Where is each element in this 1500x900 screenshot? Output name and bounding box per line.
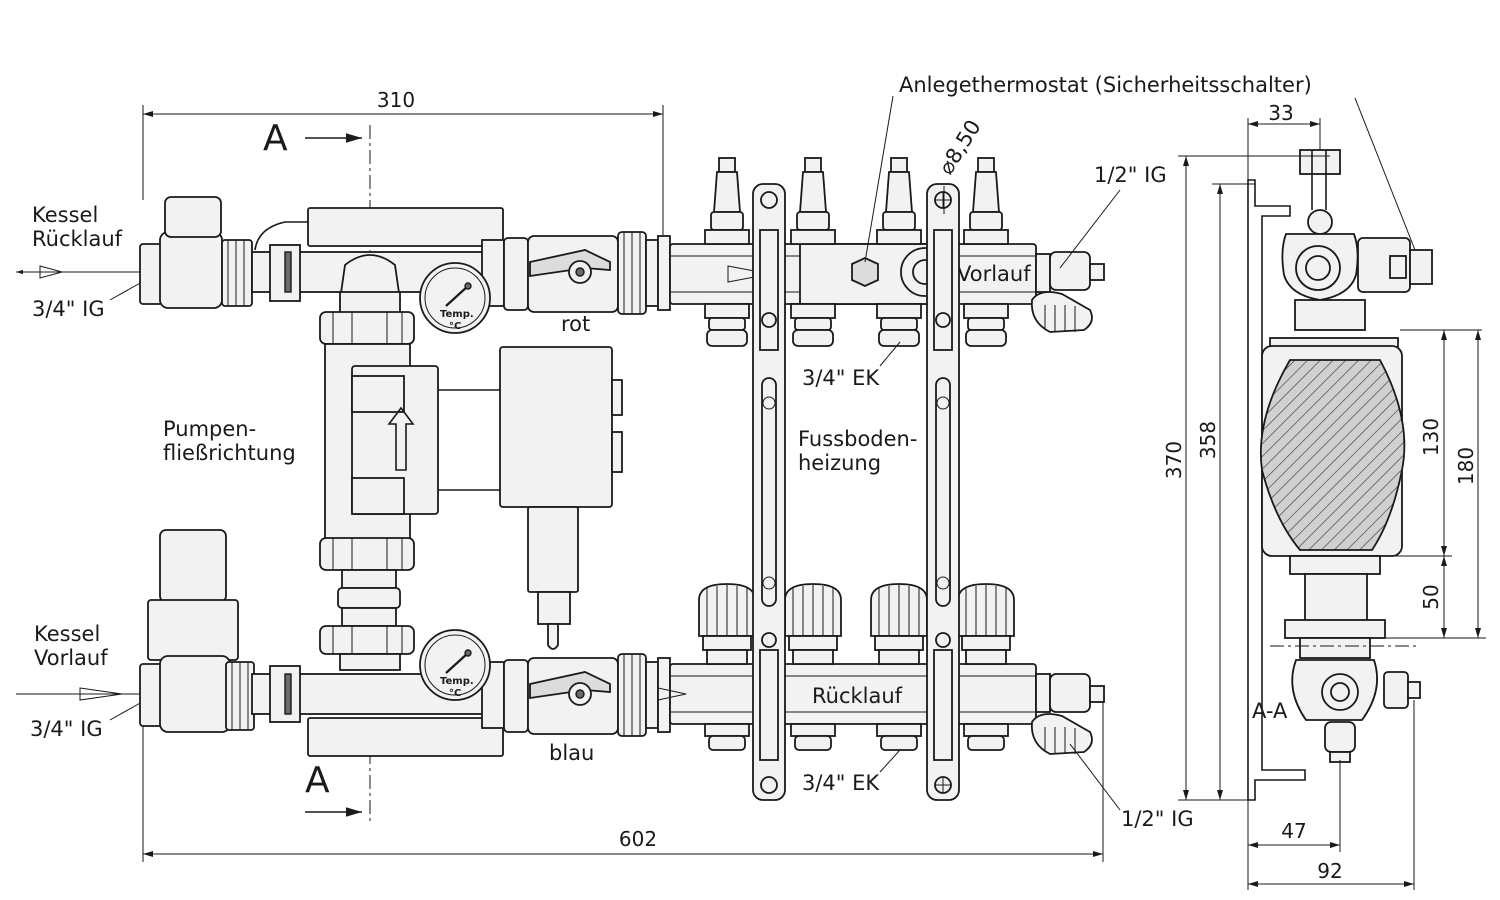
svg-text:3/4" EK: 3/4" EK xyxy=(802,366,880,390)
blau-label: blau xyxy=(549,741,594,765)
pump-assembly xyxy=(319,254,623,671)
ig-label-top-left: 3/4" IG xyxy=(32,281,143,321)
blue-ball-valve xyxy=(527,653,671,737)
section-view-label: A-A xyxy=(1252,699,1288,723)
red-ball-valve xyxy=(527,231,671,315)
kessel-vorlauf-label: Kessel Vorlauf xyxy=(34,622,108,670)
svg-text:47: 47 xyxy=(1281,819,1306,843)
svg-text:50: 50 xyxy=(1419,584,1443,609)
dimension-33: 33 xyxy=(1247,101,1321,180)
top-ball-valve xyxy=(139,196,253,309)
dimension-50: 50 xyxy=(1419,556,1447,638)
svg-text:Vorlauf: Vorlauf xyxy=(34,646,108,670)
bottom-pipe-left xyxy=(251,659,529,757)
floor-heating-label: Fussboden- heizung xyxy=(798,427,917,475)
svg-text:Anlegethermostat (Sicherheitss: Anlegethermostat (Sicherheitsschalter) xyxy=(899,73,1312,97)
svg-text:33: 33 xyxy=(1268,101,1293,125)
svg-text:Kessel: Kessel xyxy=(32,203,98,227)
dimension-310-label: 310 xyxy=(377,88,415,112)
thermometer-bottom: Temp. °C xyxy=(419,629,491,701)
thermostat-label: Anlegethermostat (Sicherheitsschalter) xyxy=(864,73,1416,263)
section-marker-top-letter: A xyxy=(263,118,288,159)
dimension-602: 602 xyxy=(142,700,1104,862)
dimension-92: 92 xyxy=(1248,700,1415,890)
ig-label-half-bottom: 1/2" IG xyxy=(1069,743,1194,831)
svg-text:Rücklauf: Rücklauf xyxy=(32,227,123,251)
ig-label-half-top: 1/2" IG xyxy=(1059,163,1167,269)
dimension-602-label: 602 xyxy=(619,827,657,851)
dimension-310: 310 xyxy=(142,88,664,240)
svg-text:92: 92 xyxy=(1317,859,1342,883)
thermometer-bottom-label: Temp. xyxy=(440,676,474,687)
thermometer-top-label: Temp. xyxy=(440,309,474,320)
svg-text:3/4" IG: 3/4" IG xyxy=(30,717,103,741)
section-marker-bottom: A xyxy=(305,760,362,817)
section-marker-top: A xyxy=(263,118,362,159)
svg-text:358: 358 xyxy=(1196,421,1220,459)
vorlauf-label: Vorlauf xyxy=(957,262,1031,286)
flow-meters xyxy=(704,157,1009,347)
bottom-ball-valve xyxy=(139,529,255,733)
svg-text:Fussboden-: Fussboden- xyxy=(798,427,917,451)
svg-text:180: 180 xyxy=(1454,447,1478,485)
valve-heads xyxy=(698,583,1015,751)
svg-text:°C: °C xyxy=(449,321,461,332)
ek-label-bottom: 3/4" EK xyxy=(802,749,901,795)
vorlauf-flow-arrowhead xyxy=(79,687,123,701)
vent-valve-bottom xyxy=(1030,673,1105,755)
mounting-brackets xyxy=(752,183,960,801)
pump-direction-label: Pumpen- fließrichtung xyxy=(163,417,296,465)
rot-label: rot xyxy=(561,312,590,336)
dimension-358: 358 xyxy=(1196,183,1255,800)
svg-text:1/2" IG: 1/2" IG xyxy=(1121,807,1194,831)
svg-text:130: 130 xyxy=(1419,418,1443,456)
svg-text:Kessel: Kessel xyxy=(34,622,100,646)
svg-text:heizung: heizung xyxy=(798,451,881,475)
dimension-370: 370 xyxy=(1162,155,1330,801)
dimension-180: 180 xyxy=(1386,330,1486,639)
thermometer-top: Temp. °C xyxy=(419,262,491,334)
section-marker-bottom-letter: A xyxy=(305,760,330,801)
ek-label-top: 3/4" EK xyxy=(802,341,901,390)
svg-text:370: 370 xyxy=(1162,441,1186,479)
ruecklauf-flow-arrowhead xyxy=(39,265,64,279)
kessel-ruecklauf-label: Kessel Rücklauf xyxy=(32,203,123,251)
dimension-130: 130 xyxy=(1380,329,1482,557)
ruecklauf-label: Rücklauf xyxy=(812,684,903,708)
svg-text:3/4" IG: 3/4" IG xyxy=(32,297,105,321)
ig-label-bottom-left: 3/4" IG xyxy=(30,701,143,741)
svg-text:°C: °C xyxy=(449,688,461,699)
svg-text:3/4" EK: 3/4" EK xyxy=(802,771,880,795)
dimension-47: 47 xyxy=(1247,760,1341,890)
svg-text:Pumpen-: Pumpen- xyxy=(163,417,256,441)
svg-text:1/2" IG: 1/2" IG xyxy=(1094,163,1167,187)
svg-text:fließrichtung: fließrichtung xyxy=(163,441,296,465)
vent-valve-top xyxy=(1030,251,1105,333)
side-view xyxy=(1247,149,1433,801)
